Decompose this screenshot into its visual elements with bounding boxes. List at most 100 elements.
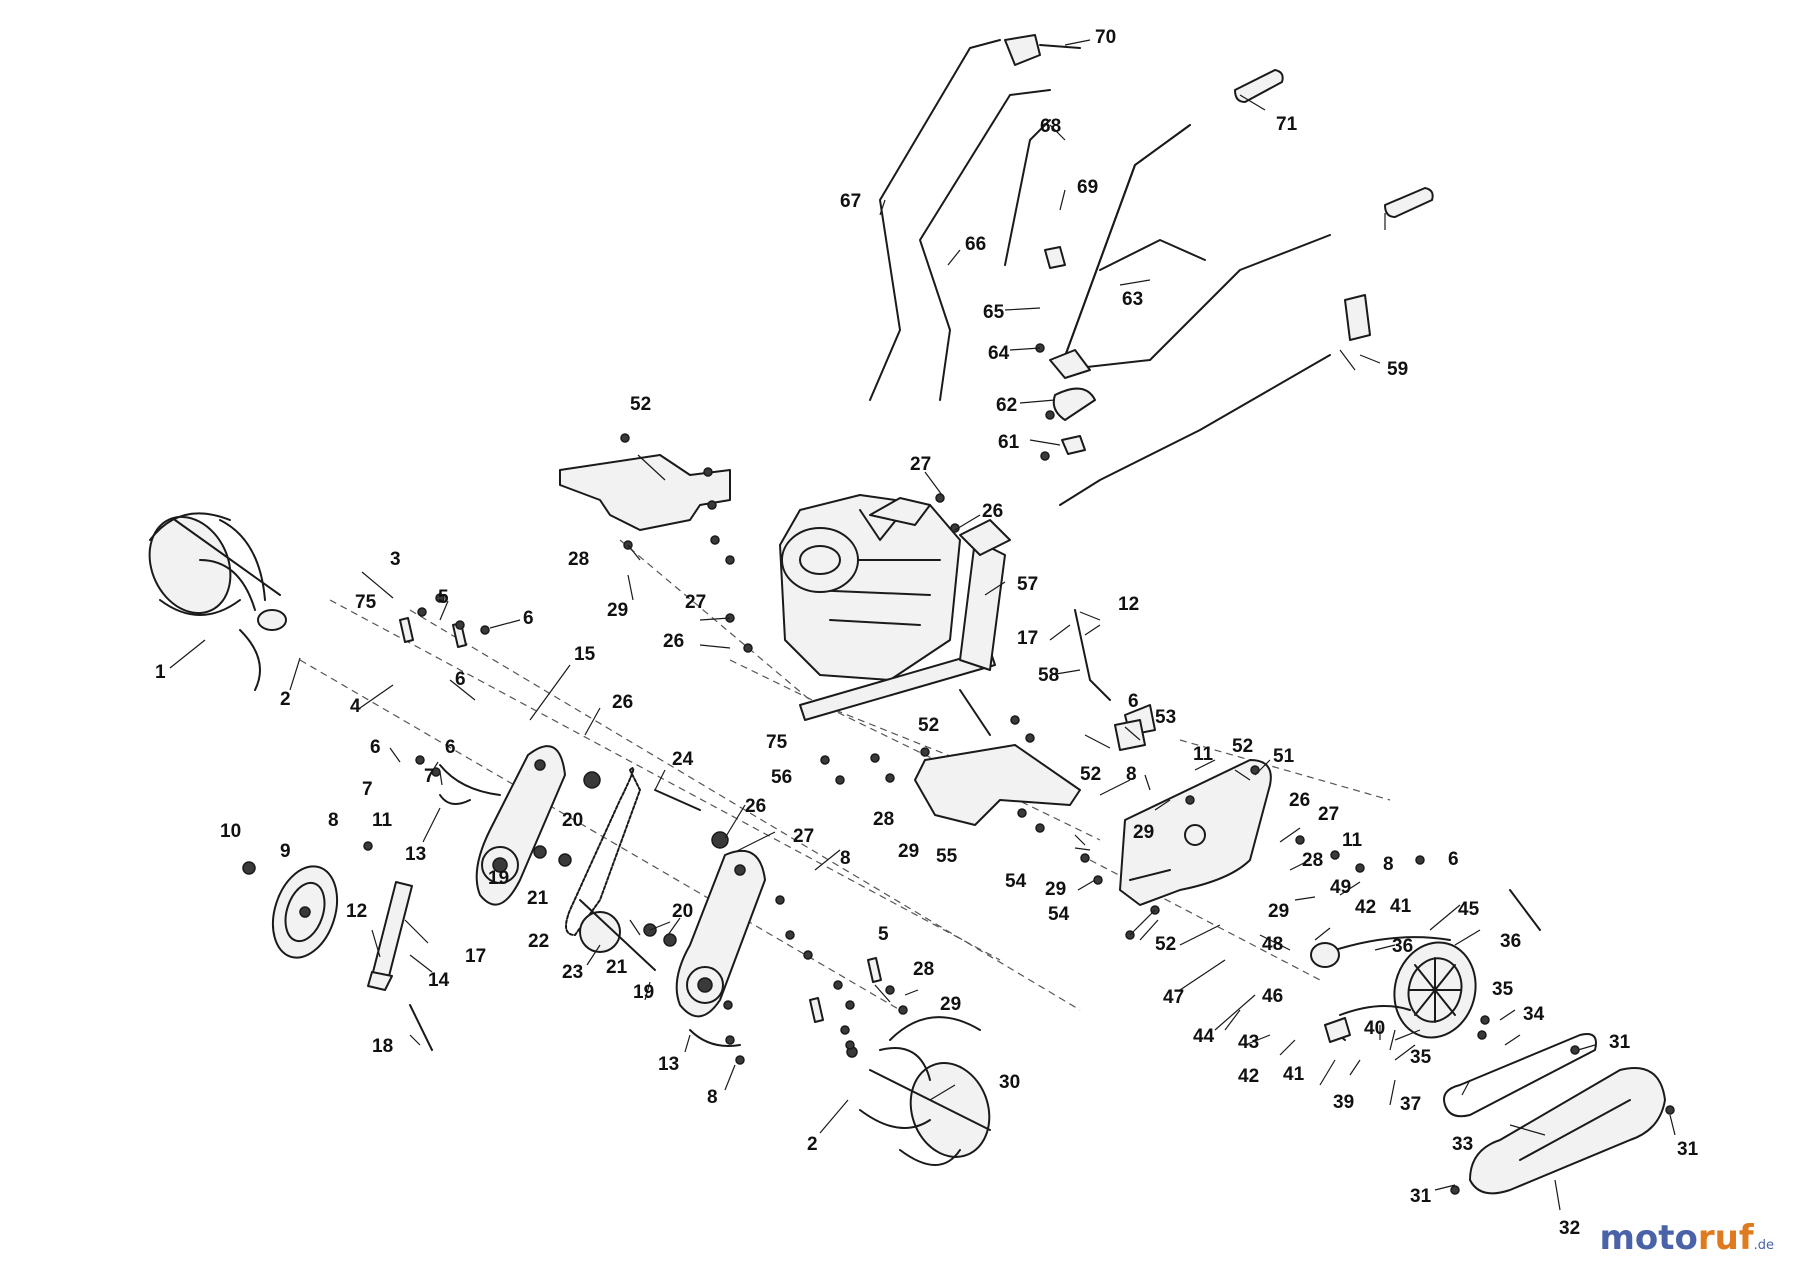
label-5-bottom: 5 (878, 924, 889, 945)
label-70: 70 (1095, 27, 1116, 48)
label-68: 68 (1040, 116, 1061, 137)
label-52-b: 52 (918, 715, 939, 736)
label-27-d: 27 (1318, 804, 1339, 825)
label-6-c: 6 (370, 737, 381, 758)
label-47: 47 (1163, 987, 1184, 1008)
label-34: 34 (1523, 1004, 1545, 1025)
label-33: 33 (1452, 1134, 1473, 1155)
wheel-bracket (367, 881, 433, 1051)
label-6-b: 6 (455, 669, 466, 690)
wheel-assembly (242, 861, 339, 959)
label-43: 43 (1238, 1032, 1259, 1053)
label-21-b: 21 (606, 957, 628, 978)
label-52-a: 52 (630, 394, 651, 415)
label-32: 32 (1559, 1218, 1580, 1239)
label-65: 65 (983, 302, 1005, 323)
drive-belt (1443, 1033, 1597, 1118)
label-39: 39 (1333, 1092, 1354, 1113)
label-24: 24 (672, 749, 694, 770)
control-cables (869, 39, 1331, 506)
label-12-a: 12 (346, 901, 367, 922)
label-7-a: 7 (362, 779, 373, 800)
label-27-a: 27 (793, 826, 814, 847)
label-45: 45 (1458, 899, 1480, 920)
label-19-a: 19 (488, 868, 509, 889)
throttle-lever (1004, 34, 1081, 66)
label-27-c: 27 (910, 454, 931, 475)
label-53: 53 (1155, 707, 1176, 728)
small-parts (399, 246, 1541, 1047)
belt-housing (1119, 759, 1272, 906)
label-55: 55 (936, 846, 958, 867)
label-13-b: 13 (658, 1054, 679, 1075)
label-41-b: 41 (1283, 1064, 1305, 1085)
label-17-b: 17 (1017, 628, 1038, 649)
handlebar-frame (1049, 124, 1331, 379)
label-6-a: 6 (523, 608, 534, 629)
label-36-b: 36 (1392, 936, 1413, 957)
label-52-c: 52 (1080, 764, 1101, 785)
label-75-a: 75 (355, 592, 377, 613)
label-20-b: 20 (672, 901, 693, 922)
label-18: 18 (372, 1036, 393, 1057)
label-26-d: 26 (982, 501, 1003, 522)
grip-upper (1234, 69, 1284, 103)
label-26-a: 26 (612, 692, 633, 713)
label-46: 46 (1262, 986, 1283, 1007)
label-30: 30 (999, 1072, 1020, 1093)
label-44: 44 (1193, 1026, 1215, 1047)
label-5-top: 5 (438, 587, 449, 608)
right-tine-assembly (846, 1016, 991, 1166)
label-63: 63 (1122, 289, 1143, 310)
label-62: 62 (996, 395, 1017, 416)
label-21-a: 21 (527, 888, 549, 909)
brand-suffix: .de (1753, 1238, 1774, 1253)
label-49: 49 (1330, 877, 1351, 898)
label-20-a: 20 (562, 810, 583, 831)
label-48: 48 (1262, 934, 1283, 955)
label-64: 64 (988, 343, 1010, 364)
label-29-a: 29 (607, 600, 628, 621)
label-3: 3 (390, 549, 401, 570)
label-8-b: 8 (840, 848, 851, 869)
label-28-a: 28 (568, 549, 589, 570)
label-31-c: 31 (1410, 1186, 1432, 1207)
label-40: 40 (1364, 1018, 1385, 1039)
label-67: 67 (840, 191, 861, 212)
label-26-e: 26 (1289, 790, 1310, 811)
callout-labels: 1 2 2 3 4 5 5 6 6 6 6 6 6 7 7 8 8 8 8 8 … (155, 27, 1699, 1239)
label-51: 51 (1273, 746, 1295, 767)
label-28-d: 28 (1302, 850, 1323, 871)
label-28-c: 28 (873, 809, 894, 830)
label-29-e: 29 (1133, 822, 1154, 843)
label-19-b: 19 (633, 982, 654, 1003)
control-lever-59 (1344, 294, 1371, 341)
label-41-a: 41 (1390, 896, 1412, 917)
label-54-b: 54 (1048, 904, 1070, 925)
fasteners (363, 410, 1675, 1195)
label-26-b: 26 (745, 796, 766, 817)
label-2-left: 2 (280, 689, 291, 710)
label-31-b: 31 (1677, 1139, 1699, 1160)
label-56: 56 (771, 767, 792, 788)
label-7-b: 7 (424, 766, 435, 787)
label-6-f: 6 (1448, 849, 1459, 870)
label-15: 15 (574, 644, 596, 665)
engine (779, 494, 961, 681)
label-11-a: 11 (372, 810, 393, 831)
left-tine-assembly (148, 512, 287, 691)
label-12-b: 12 (1118, 594, 1139, 615)
label-11-c: 11 (1342, 830, 1363, 851)
label-1: 1 (155, 662, 166, 683)
label-8-e: 8 (1383, 854, 1394, 875)
label-29-f: 29 (1268, 901, 1289, 922)
chaincase-right (675, 850, 766, 1018)
label-69: 69 (1077, 177, 1098, 198)
label-42-b: 42 (1238, 1066, 1259, 1087)
label-71: 71 (1276, 114, 1298, 135)
label-35-a: 35 (1492, 979, 1514, 1000)
chaincase-left (475, 745, 566, 906)
label-13-a: 13 (405, 844, 426, 865)
label-29-d: 29 (1045, 879, 1066, 900)
grip-lower (1384, 187, 1434, 218)
